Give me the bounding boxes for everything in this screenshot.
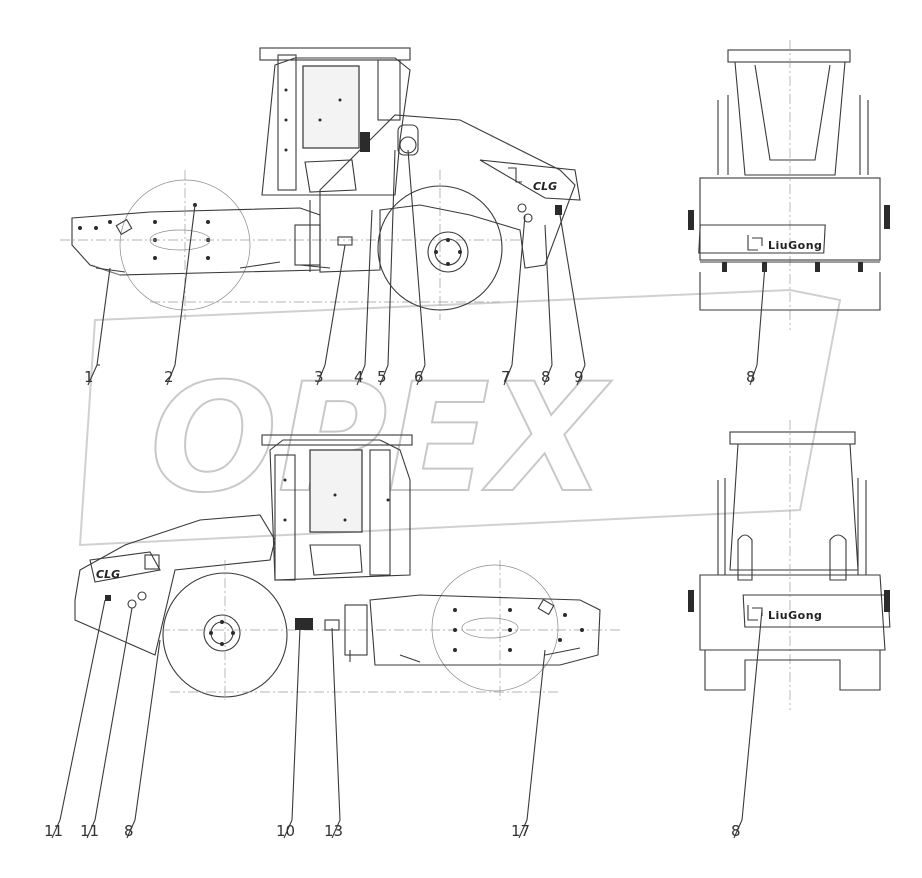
callout-13: 13 <box>324 822 343 840</box>
callout-11a: 11 <box>44 822 63 840</box>
callout-2: 2 <box>164 368 174 386</box>
callout-bottom-8: 8 <box>124 822 134 840</box>
callout-17: 17 <box>511 822 530 840</box>
callout-11b: 11 <box>80 822 99 840</box>
callout-7: 7 <box>501 368 511 386</box>
rear-brand-logo: LiuGong <box>768 239 822 252</box>
bottom-front-view: LiuGong <box>688 420 891 710</box>
callout-numbers: 1 2 3 4 5 6 7 8 9 8 11 11 8 10 13 17 8 <box>44 368 756 840</box>
opex-watermark: OPEX <box>78 288 842 547</box>
callout-8: 8 <box>541 368 551 386</box>
bottom-cab <box>269 439 411 581</box>
bottom-cab-window <box>309 449 363 533</box>
top-side-view: CLG <box>60 47 581 320</box>
callout-6: 6 <box>414 368 424 386</box>
callout-1: 1 <box>84 368 94 386</box>
rear-wheel <box>377 185 503 311</box>
callout-3: 3 <box>314 368 324 386</box>
callout-4: 4 <box>354 368 364 386</box>
callout-9: 9 <box>574 368 584 386</box>
top-rear-view: LiuGong <box>688 40 890 330</box>
front-panel <box>699 574 886 651</box>
front-brand-logo: LiuGong <box>768 609 822 622</box>
callout-10: 10 <box>276 822 295 840</box>
callout-front-8: 8 <box>731 822 741 840</box>
side-model-badge: CLG <box>533 180 557 193</box>
bottom-model-badge: CLG <box>96 568 120 581</box>
cab-window <box>302 65 360 149</box>
bottom-side-view: CLG <box>74 434 620 700</box>
front-frame <box>71 207 321 276</box>
bottom-rear-frame <box>369 594 601 666</box>
callout-leaders <box>51 149 766 839</box>
callout-rear-8: 8 <box>746 368 756 386</box>
watermark-text: OPEX <box>150 352 612 526</box>
callout-5: 5 <box>377 368 387 386</box>
rear-panel <box>699 177 881 261</box>
